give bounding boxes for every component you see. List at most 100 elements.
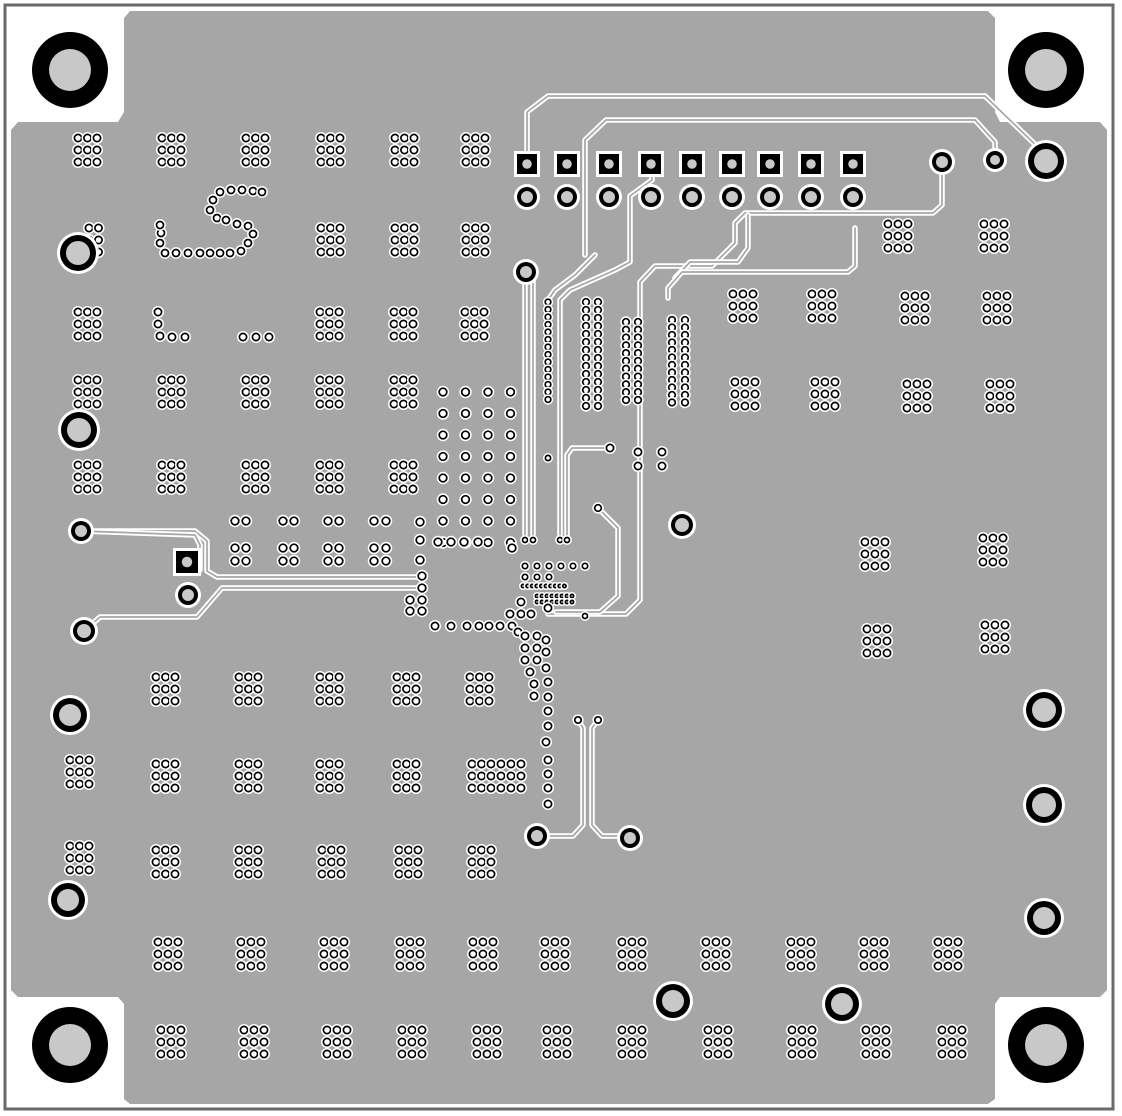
via-icon <box>532 631 542 641</box>
via-icon <box>84 779 94 789</box>
via-icon <box>417 1037 427 1047</box>
via-icon <box>465 696 475 706</box>
via-icon <box>84 223 94 233</box>
via-icon <box>979 243 989 253</box>
via-icon <box>417 595 427 605</box>
via-icon <box>721 949 731 959</box>
via-icon <box>796 937 806 947</box>
via-icon <box>325 472 334 482</box>
via-icon <box>326 133 335 143</box>
via-icon <box>161 759 170 769</box>
via-icon <box>415 949 425 959</box>
via-icon <box>920 303 930 313</box>
via-icon <box>408 484 418 494</box>
via-icon <box>241 375 251 385</box>
via-icon <box>902 403 912 413</box>
via-icon <box>390 157 400 167</box>
via-icon <box>92 460 102 470</box>
via-icon <box>544 373 552 381</box>
via-icon <box>465 672 475 682</box>
via-icon <box>933 961 943 971</box>
via-icon <box>342 1025 352 1035</box>
via-icon <box>325 375 334 385</box>
round-pad-icon <box>726 191 738 203</box>
via-icon <box>215 248 225 258</box>
via-icon <box>234 771 244 781</box>
via-icon <box>260 157 270 167</box>
via-icon <box>472 1037 482 1047</box>
via-icon <box>75 865 84 875</box>
via-icon <box>234 783 244 793</box>
via-icon <box>482 1037 492 1047</box>
via-icon <box>900 303 910 313</box>
via-icon <box>335 133 345 143</box>
via-icon <box>170 771 180 781</box>
via-icon <box>465 684 475 694</box>
via-icon <box>882 648 892 658</box>
via-icon <box>170 684 180 694</box>
via-icon <box>505 473 516 483</box>
via-icon <box>978 533 988 543</box>
via-icon <box>505 494 516 505</box>
via-icon <box>869 937 879 947</box>
via-icon <box>334 543 344 553</box>
mounting-hole-group <box>32 32 1084 1083</box>
via-icon <box>989 231 999 241</box>
via-icon <box>241 387 251 397</box>
via-icon <box>215 187 225 197</box>
via-icon <box>326 223 335 233</box>
via-icon <box>65 767 75 777</box>
via-icon <box>488 949 498 959</box>
via-icon <box>701 949 711 959</box>
via-icon <box>748 313 758 323</box>
round-pad-icon <box>561 191 573 203</box>
via-icon <box>796 961 806 971</box>
via-icon <box>486 759 496 769</box>
via-icon <box>605 443 615 453</box>
via-icon <box>830 389 840 399</box>
via-icon <box>562 1037 572 1047</box>
via-icon <box>593 503 603 513</box>
via-icon <box>545 562 553 570</box>
via-icon <box>325 672 334 682</box>
via-icon <box>484 696 494 706</box>
via-icon <box>399 484 408 494</box>
via-icon <box>560 949 570 959</box>
via-icon <box>998 533 1008 543</box>
via-icon <box>446 537 456 547</box>
via-icon <box>402 672 411 682</box>
via-icon <box>541 635 551 645</box>
via-icon <box>325 331 334 341</box>
via-icon <box>505 609 515 619</box>
via-icon <box>637 1037 647 1047</box>
via-icon <box>703 1025 713 1035</box>
via-icon <box>492 1049 502 1059</box>
via-icon <box>488 937 498 947</box>
via-icon <box>462 621 472 631</box>
via-icon <box>167 387 176 397</box>
via-icon <box>157 399 167 409</box>
via-icon <box>810 401 820 411</box>
via-icon <box>390 133 400 143</box>
via-icon <box>633 461 643 471</box>
via-icon <box>680 398 690 407</box>
via-icon <box>244 845 253 855</box>
round-pad-icon <box>531 830 543 842</box>
via-icon <box>237 185 247 195</box>
via-icon <box>315 696 325 706</box>
via-icon <box>477 857 486 867</box>
via-icon <box>327 857 336 867</box>
via-icon <box>334 472 344 482</box>
via-icon <box>723 1049 733 1059</box>
via-icon <box>239 1037 249 1047</box>
via-icon <box>533 573 541 581</box>
via-icon <box>417 606 427 616</box>
via-icon <box>467 857 477 867</box>
via-icon <box>84 755 94 765</box>
via-icon <box>460 319 470 329</box>
via-icon <box>329 937 339 947</box>
via-icon <box>467 759 477 769</box>
via-icon <box>251 399 260 409</box>
via-icon <box>244 783 253 793</box>
via-icon <box>176 399 186 409</box>
